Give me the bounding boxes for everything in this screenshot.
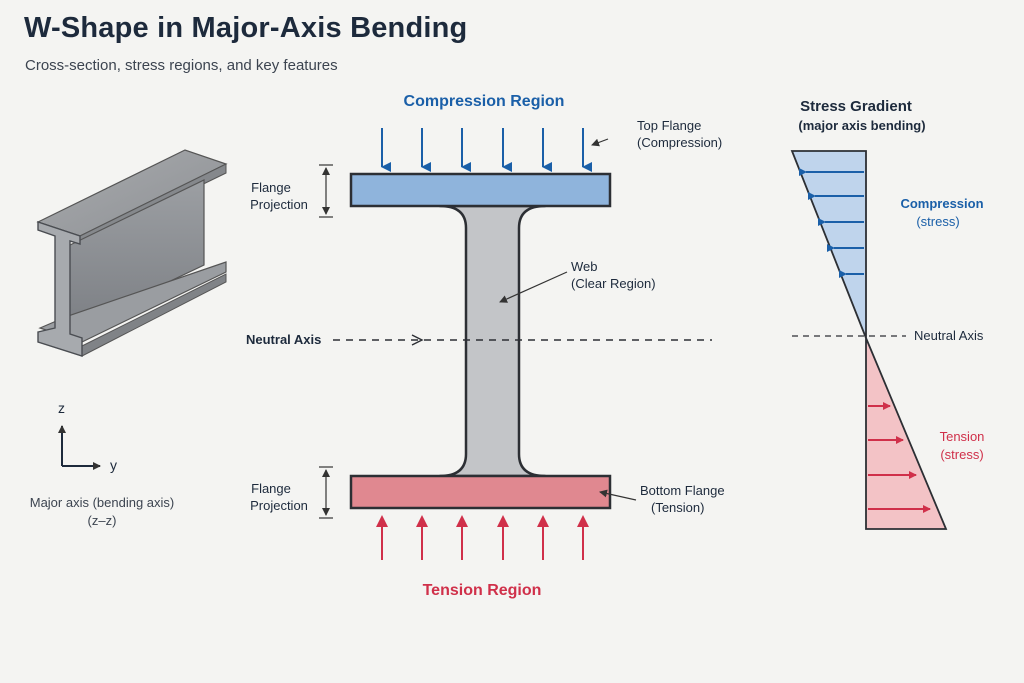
bottom-flange-label-2: (Tension) [651, 500, 704, 515]
gradient-compression-label-2: (stress) [916, 214, 959, 229]
web-leader [499, 271, 568, 303]
compression-stress-arrows [799, 168, 864, 278]
axis-caption-line1: Major axis (bending axis) [30, 495, 175, 510]
web-label-2: (Clear Region) [571, 276, 656, 291]
gradient-title: Stress Gradient [800, 98, 912, 115]
compression-region-label: Compression Region [404, 93, 565, 110]
top-flange-leader [591, 138, 609, 147]
top-flange-label-1: Top Flange [637, 118, 701, 133]
tension-region-label: Tension Region [423, 582, 542, 599]
flange-projection-bottom-label-2: Projection [250, 498, 308, 513]
compression-stress-triangle [790, 150, 867, 339]
bottom-flange-leader [599, 489, 637, 501]
top-flange [349, 172, 612, 208]
gradient-neutral-axis-label: Neutral Axis [914, 328, 984, 343]
compression-arrows [381, 128, 592, 172]
neutral-axis-arrowhead [411, 334, 424, 346]
gradient-subtitle: (major axis bending) [798, 118, 925, 133]
axis-indicator [58, 425, 101, 470]
bottom-flange-label-1: Bottom Flange [640, 483, 725, 498]
web [438, 204, 547, 478]
page-subtitle: Cross-section, stress regions, and key f… [25, 57, 338, 74]
top-flange-label-2: (Compression) [637, 135, 722, 150]
gradient-tension-label-1: Tension [940, 429, 985, 444]
flange-projection-dimension-top [319, 164, 333, 218]
gradient-tension-label-2: (stress) [940, 447, 983, 462]
page-title: W-Shape in Major-Axis Bending [24, 12, 468, 44]
neutral-axis-label: Neutral Axis [246, 332, 321, 347]
web-label-1: Web [571, 259, 598, 274]
flange-projection-top-label-2: Projection [250, 197, 308, 212]
tension-stress-arrows [868, 402, 931, 513]
gradient-compression-label-1: Compression [900, 196, 983, 211]
axis-y-label: y [110, 457, 117, 473]
axis-caption-line2: (z–z) [88, 513, 117, 528]
flange-projection-bottom-label-1: Flange [251, 481, 291, 496]
bottom-flange [349, 474, 612, 510]
flange-projection-top-label-1: Flange [251, 180, 291, 195]
axis-z-label: z [58, 400, 65, 416]
tension-stress-triangle [865, 337, 948, 530]
flange-projection-dimension-bottom [319, 466, 333, 519]
tension-arrows [376, 515, 589, 560]
w-beam-3d-illustration [36, 149, 228, 357]
